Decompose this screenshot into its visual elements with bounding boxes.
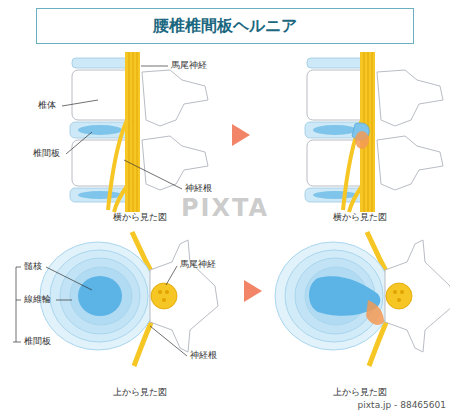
- title-text: 腰椎椎間板ヘルニア: [153, 16, 297, 35]
- view-caption: 上から見た図: [333, 387, 387, 398]
- label-holder: 椎体: [38, 100, 56, 111]
- view-caption: 横から見た図: [113, 212, 167, 223]
- footer-id: pixta.jp - 88465601: [358, 400, 446, 411]
- label-holder: 神経根: [190, 350, 217, 361]
- part-label: 椎間板: [33, 148, 60, 159]
- label-holder: 椎間板: [33, 148, 60, 159]
- view-caption: 上から見た図: [113, 387, 167, 398]
- watermark: PIXTA: [181, 194, 269, 223]
- label-holder: 上から見た図: [113, 387, 167, 398]
- part-label: 神経根: [185, 183, 212, 194]
- label-holder: 馬尾神経: [180, 259, 216, 270]
- label-holder: 椎間板: [24, 336, 51, 347]
- part-label: 馬尾神経: [171, 60, 207, 71]
- label-holder: 横から見た図: [113, 212, 167, 223]
- label-holder: 馬尾神経: [171, 60, 207, 71]
- part-label: 椎間板: [24, 336, 51, 347]
- label-holder: 上から見た図: [333, 387, 387, 398]
- title-box: 腰椎椎間板ヘルニア: [36, 8, 414, 44]
- part-label: 椎体: [38, 100, 56, 111]
- label-holder: PIXTA: [181, 194, 269, 223]
- view-caption: 横から見た図: [333, 212, 387, 223]
- label-holder: 神経根: [185, 183, 212, 194]
- label-holder: 線維輪: [24, 294, 51, 305]
- label-holder: pixta.jp - 88465601: [358, 400, 446, 411]
- label-holder: 横から見た図: [333, 212, 387, 223]
- label-holder: 髄核: [24, 261, 42, 272]
- part-label: 馬尾神経: [180, 259, 216, 270]
- part-label: 神経根: [190, 350, 217, 361]
- part-label: 線維輪: [24, 294, 51, 305]
- part-label: 髄核: [24, 261, 42, 272]
